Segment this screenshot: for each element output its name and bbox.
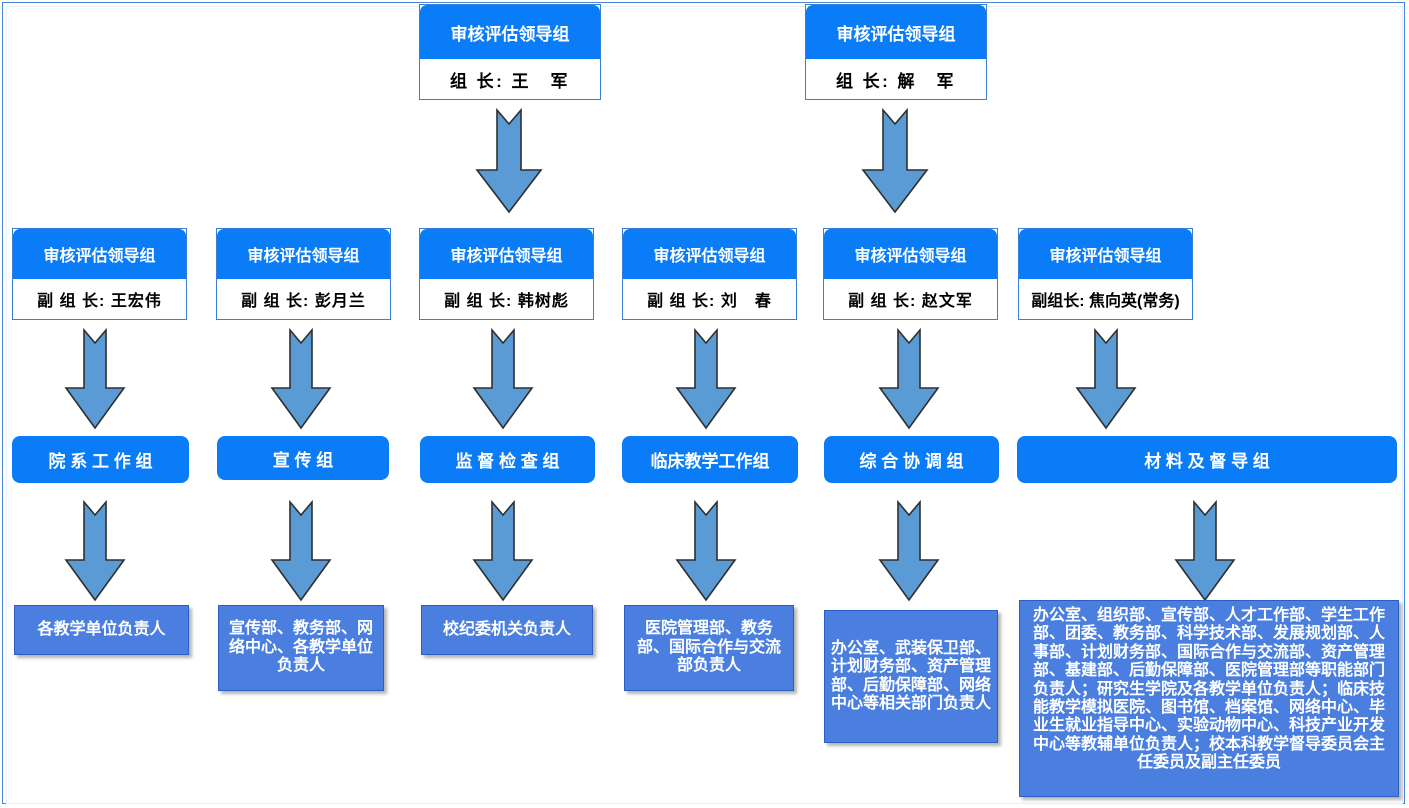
leader-card-title: 审核评估领导组 — [13, 229, 186, 279]
arrow-down-deputy-1 — [62, 328, 128, 432]
group-pill-xuanchuanzu[interactable]: 宣 传 组 — [217, 436, 389, 480]
member-box-propaganda[interactable]: 宣传部、教务部、网络中心、各教学单位负责人 — [218, 605, 384, 691]
leader-card-xie-jun[interactable]: 审核评估领导组 组 长: 解 军 — [805, 4, 987, 100]
arrow-down-group-2 — [268, 500, 334, 604]
group-pill-label: 材 料 及 督 导 组 — [1144, 452, 1270, 471]
group-pill-zonghe-xietiaozu[interactable]: 综 合 协 调 组 — [824, 436, 999, 483]
member-box-text: 办公室、武装保卫部、计划财务部、资产管理部、后勤保障部、网络中心等相关部门负责人 — [830, 639, 991, 712]
member-box-text: 校纪委机关负责人 — [442, 620, 571, 638]
leader-card-role: 副组长: 焦向英(常务) — [1031, 293, 1180, 310]
group-pill-label: 宣 传 组 — [272, 450, 334, 470]
member-box-coordination[interactable]: 办公室、武装保卫部、计划财务部、资产管理部、后勤保障部、网络中心等相关部门负责人 — [824, 610, 998, 743]
leader-card-title: 审核评估领导组 — [1019, 229, 1192, 279]
leader-card-role: 副 组 长: 王宏伟 — [37, 293, 162, 310]
group-pill-label: 临床教学工作组 — [650, 452, 770, 471]
leader-card-wang-jun[interactable]: 审核评估领导组 组 长: 王 军 — [419, 4, 601, 100]
group-pill-label: 综 合 协 调 组 — [859, 452, 964, 471]
leader-card-title: 审核评估领导组 — [420, 229, 593, 279]
arrow-down-top-1 — [473, 108, 545, 216]
member-box-text: 医院管理部、教务部、国际合作与交流部负责人 — [636, 620, 781, 675]
group-pill-yuanxi-gongzuozu[interactable]: 院 系 工 作 组 — [12, 436, 189, 483]
leader-card-han-shubiao[interactable]: 审核评估领导组 副 组 长: 韩树彪 — [419, 228, 594, 320]
leader-card-jiao-xiangying[interactable]: 审核评估领导组 副组长: 焦向英(常务) — [1018, 228, 1193, 320]
leader-card-peng-yuelan[interactable]: 审核评估领导组 副 组 长: 彭月兰 — [216, 228, 391, 320]
arrow-down-group-6 — [1172, 500, 1238, 604]
leader-card-role: 副 组 长: 赵文军 — [848, 293, 973, 310]
arrow-down-deputy-4 — [673, 328, 739, 432]
leader-card-role: 组 长: 王 军 — [449, 71, 571, 91]
arrow-down-deputy-2 — [268, 328, 334, 432]
arrow-down-group-1 — [62, 500, 128, 604]
leader-card-title: 审核评估领导组 — [824, 229, 997, 279]
arrow-down-group-3 — [470, 500, 536, 604]
arrow-down-deputy-5 — [876, 328, 942, 432]
member-box-teaching-units[interactable]: 各教学单位负责人 — [14, 605, 189, 655]
member-box-text: 办公室、组织部、宣传部、人才工作部、学生工作部、团委、教务部、科学技术部、发展规… — [1032, 607, 1385, 772]
leader-card-title: 审核评估领导组 — [420, 5, 600, 59]
leader-card-role: 副 组 长: 彭月兰 — [241, 293, 366, 310]
group-pill-label: 监 督 检 查 组 — [455, 452, 560, 471]
member-box-discipline[interactable]: 校纪委机关负责人 — [421, 605, 593, 655]
leader-card-zhao-wenjun[interactable]: 审核评估领导组 副 组 长: 赵文军 — [823, 228, 998, 320]
leader-card-wang-hongwei[interactable]: 审核评估领导组 副 组 长: 王宏伟 — [12, 228, 187, 320]
member-box-material-supervision[interactable]: 办公室、组织部、宣传部、人才工作部、学生工作部、团委、教务部、科学技术部、发展规… — [1019, 600, 1399, 797]
leader-card-role: 副 组 长: 刘 春 — [647, 293, 772, 310]
arrow-down-deputy-6 — [1073, 328, 1139, 432]
arrow-down-group-5 — [876, 500, 942, 604]
leader-card-liu-chun[interactable]: 审核评估领导组 副 组 长: 刘 春 — [622, 228, 797, 320]
member-box-text: 宣传部、教务部、网络中心、各教学单位负责人 — [228, 620, 373, 675]
group-pill-label: 院 系 工 作 组 — [48, 452, 153, 471]
arrow-down-group-4 — [673, 500, 739, 604]
arrow-down-deputy-3 — [470, 328, 536, 432]
leader-card-title: 审核评估领导组 — [623, 229, 796, 279]
arrow-down-top-2 — [859, 108, 931, 216]
group-pill-linchuang-jiaoxue[interactable]: 临床教学工作组 — [622, 436, 798, 483]
leader-card-title: 审核评估领导组 — [217, 229, 390, 279]
member-box-text: 各教学单位负责人 — [37, 620, 166, 638]
group-pill-cailiao-dudaozu[interactable]: 材 料 及 督 导 组 — [1017, 436, 1397, 483]
leader-card-title: 审核评估领导组 — [806, 5, 986, 59]
group-pill-jiandu-jianchazu[interactable]: 监 督 检 查 组 — [420, 436, 595, 483]
member-box-clinical[interactable]: 医院管理部、教务部、国际合作与交流部负责人 — [624, 605, 794, 691]
leader-card-role: 组 长: 解 军 — [835, 71, 957, 91]
leader-card-role: 副 组 长: 韩树彪 — [444, 293, 569, 310]
